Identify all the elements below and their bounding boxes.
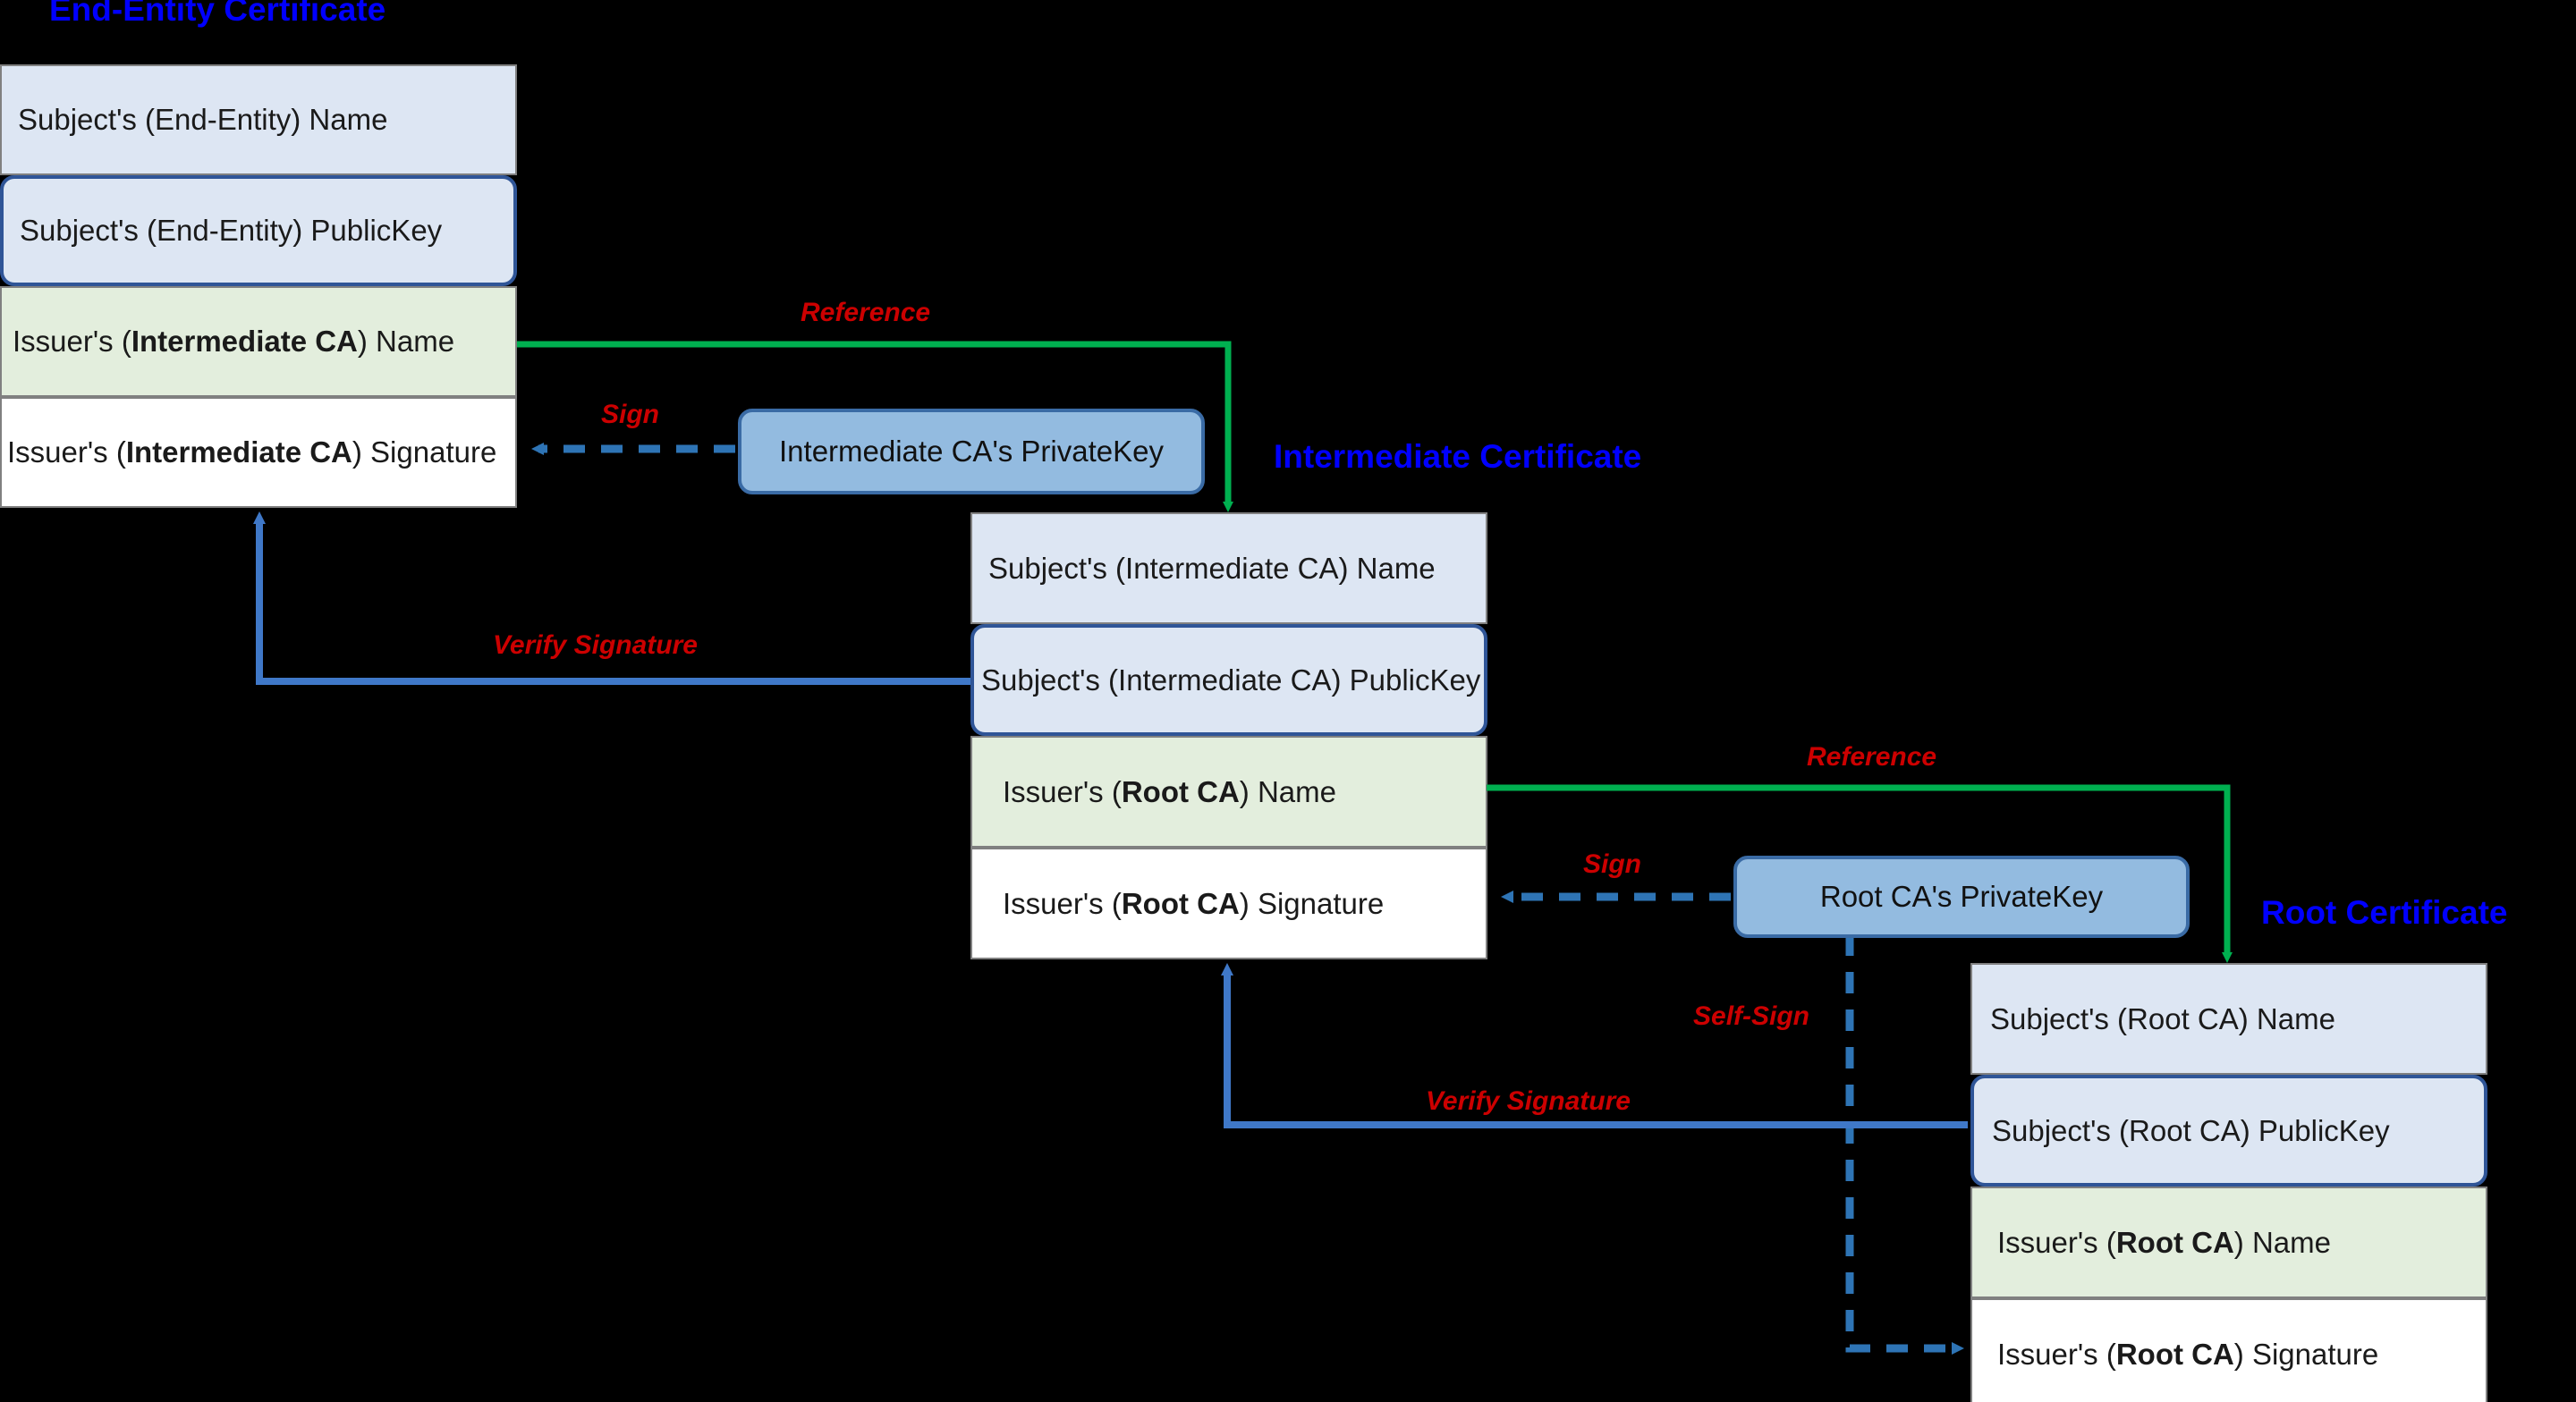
edge-label-self-sign: Self-Sign [1693,1001,1810,1031]
self-sign-arrow [1845,934,1964,1355]
edge-label-reference-top: Reference [801,298,931,327]
intermediate-ca-private-key-label: Intermediate CA's PrivateKey [779,435,1164,468]
intermediate-issuer-signature-row: Issuer's (Root CA) Signature [970,848,1487,959]
root-subject-name-row: Subject's (Root CA) Name [1970,963,2487,1075]
intermediate-issuer-signature-text: Issuer's (Root CA) Signature [1003,886,1385,920]
root-issuer-name-text: Issuer's (Root CA) Name [1997,1225,2331,1259]
root-ca-private-key-label: Root CA's PrivateKey [1819,880,2104,913]
root-issuer-signature-text: Issuer's (Root CA) Signature [1997,1337,2379,1371]
end-entity-subject-publickey-text: Subject's (End-Entity) PublicKey [20,214,443,248]
heading-root-certificate: Root Certificate [2261,894,2508,931]
root-issuer-name-row: Issuer's (Root CA) Name [1970,1187,2487,1298]
root-ca-private-key-box: Root CA's PrivateKey [1733,856,2190,938]
end-entity-subject-name-text: Subject's (End-Entity) Name [18,103,388,137]
intermediate-subject-name-row: Subject's (Intermediate CA) Name [970,512,1487,624]
edge-label-verify-top: Verify Signature [493,630,698,660]
intermediate-subject-publickey-text: Subject's (Intermediate CA) PublicKey [981,663,1481,697]
edge-label-sign-root: Sign [1583,849,1641,879]
edge-label-verify-bottom: Verify Signature [1426,1086,1631,1116]
root-subject-publickey-row: Subject's (Root CA) PublicKey [1970,1075,2487,1187]
heading-intermediate-certificate: Intermediate Certificate [1274,438,1642,475]
root-subject-name-text: Subject's (Root CA) Name [1990,1001,2335,1035]
edge-label-sign-intermediate: Sign [601,400,659,429]
heading-end-entity-certificate: End-Entity Certificate [49,0,386,28]
intermediate-issuer-name-row: Issuer's (Root CA) Name [970,736,1487,848]
root-issuer-signature-row: Issuer's (Root CA) Signature [1970,1298,2487,1402]
end-entity-issuer-signature-row: Issuer's (Intermediate CA) Signature [0,397,517,508]
root-subject-publickey-text: Subject's (Root CA) PublicKey [1992,1113,2390,1147]
intermediate-ca-private-key-box: Intermediate CA's PrivateKey [738,409,1205,494]
intermediate-certificate-card: Subject's (Intermediate CA) Name Subject… [970,512,1487,959]
end-entity-subject-name-row: Subject's (End-Entity) Name [0,64,517,175]
end-entity-issuer-signature-text: Issuer's (Intermediate CA) Signature [7,435,497,469]
end-entity-certificate-card: Subject's (End-Entity) Name Subject's (E… [0,64,517,508]
intermediate-issuer-name-text: Issuer's (Root CA) Name [1003,774,1336,808]
end-entity-issuer-name-row: Issuer's (Intermediate CA) Name [0,286,517,397]
root-certificate-card: Subject's (Root CA) Name Subject's (Root… [1970,963,2487,1402]
end-entity-issuer-name-text: Issuer's (Intermediate CA) Name [13,325,455,359]
intermediate-subject-name-text: Subject's (Intermediate CA) Name [988,551,1436,585]
intermediate-subject-publickey-row: Subject's (Intermediate CA) PublicKey [970,624,1487,736]
end-entity-subject-publickey-row: Subject's (End-Entity) PublicKey [0,175,517,286]
edge-label-reference-bottom: Reference [1807,742,1937,772]
